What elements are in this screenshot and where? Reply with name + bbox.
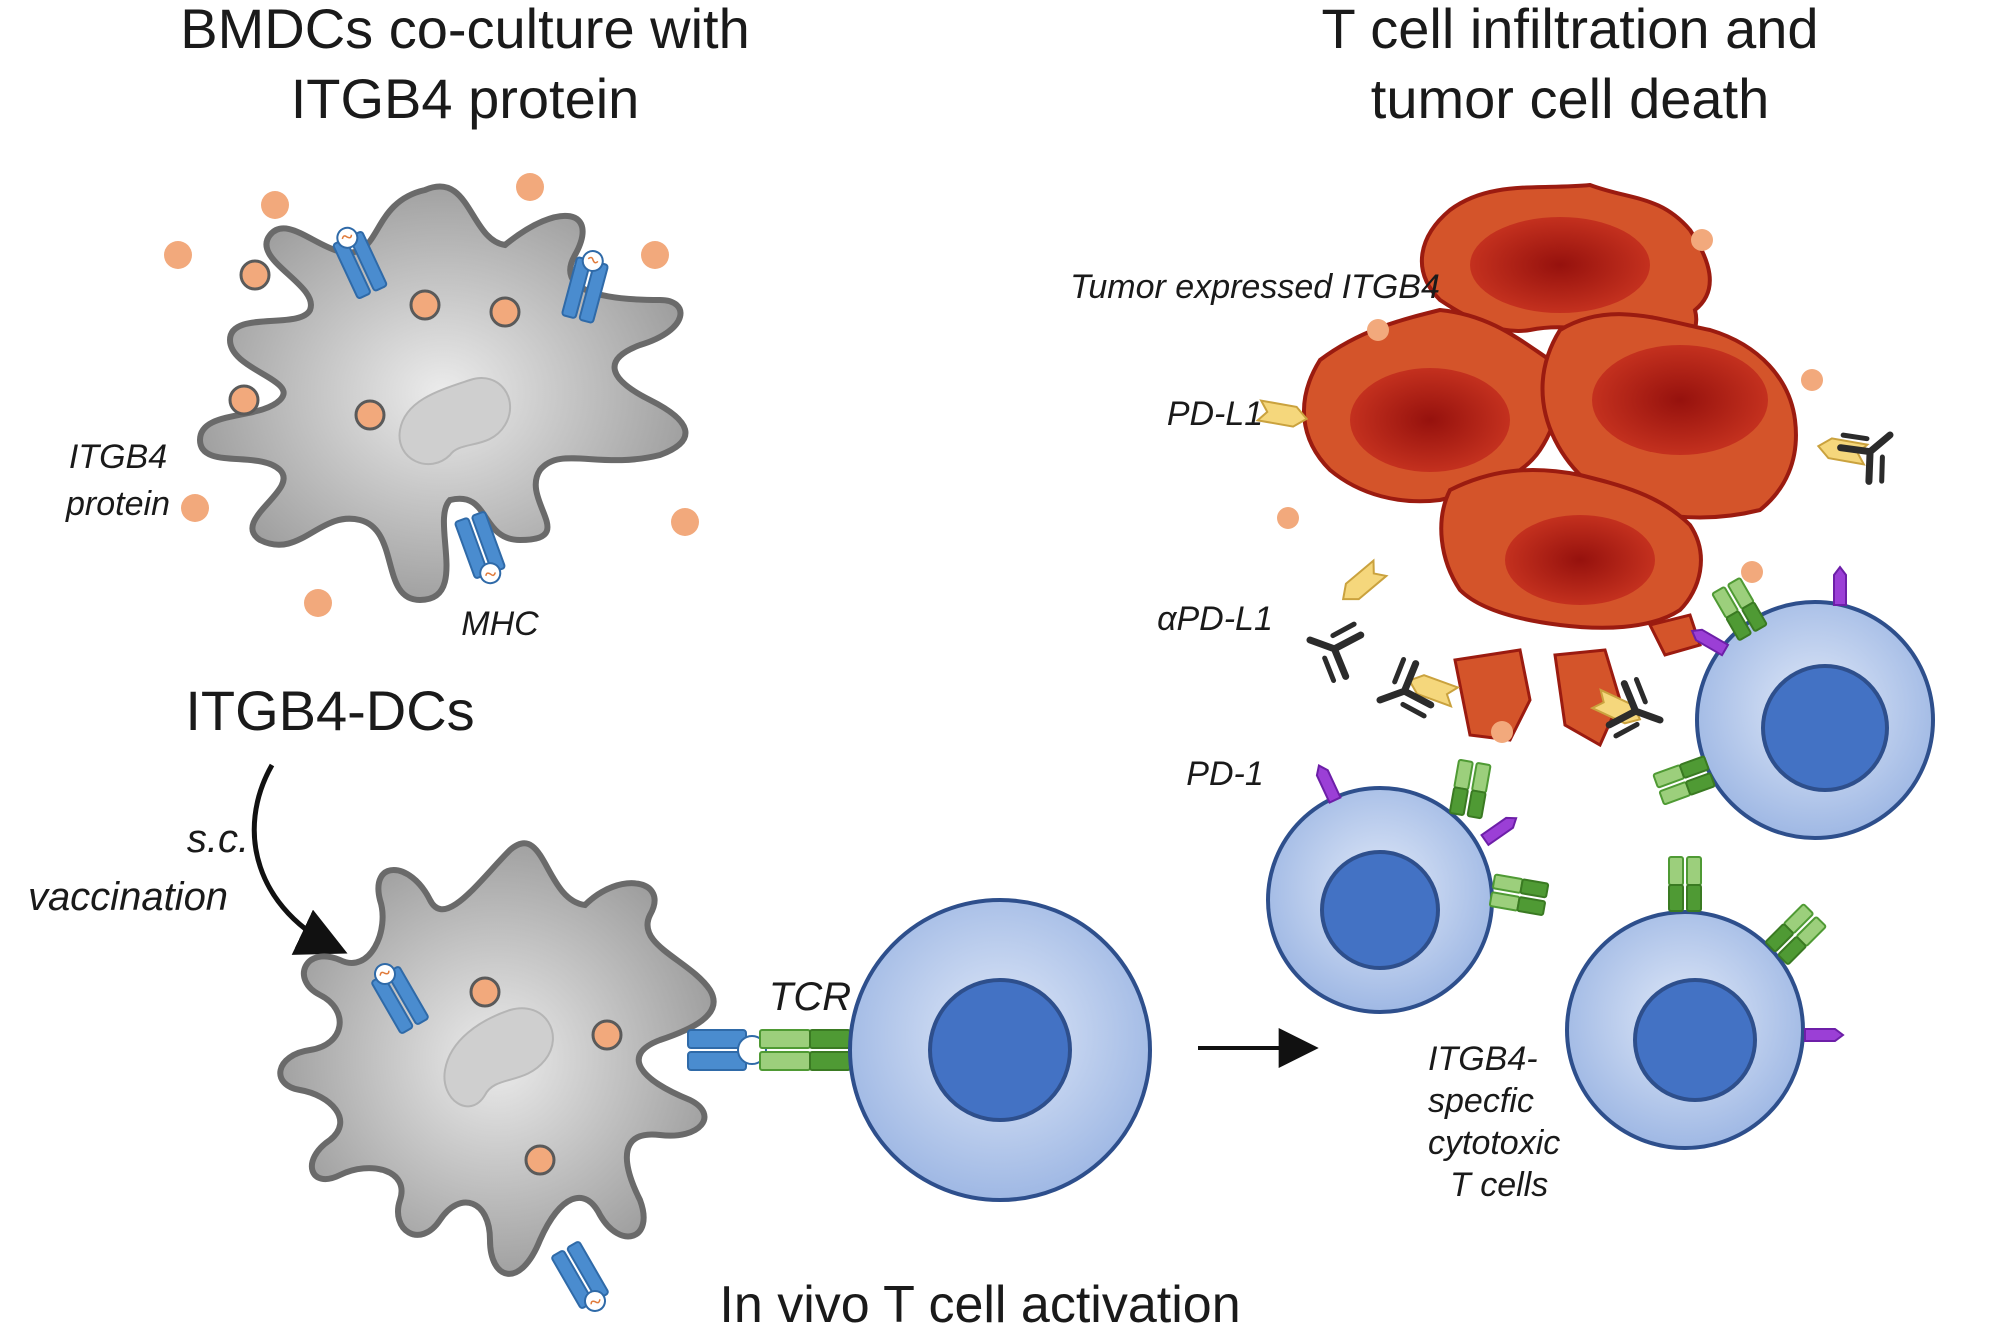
- dendritic-cell-top: [196, 183, 689, 604]
- t-cell-ctl-3: [1565, 856, 1844, 1150]
- itgb4-dcs-label: ITGB4-DCs: [185, 679, 474, 742]
- tumor-itgb4-label: Tumor expressed ITGB4: [1070, 268, 1440, 306]
- pdl1-icon: [1335, 559, 1388, 608]
- pd-1-label: PD-1: [1186, 755, 1263, 793]
- pd1-icon: [1480, 812, 1521, 846]
- right-title-line2: tumor cell death: [1371, 67, 1769, 130]
- tcr-label: TCR: [769, 975, 851, 1019]
- vaccination-label-line2: vaccination: [28, 875, 228, 919]
- tcr-icon: [1448, 758, 1492, 820]
- t-cell-naive: [848, 898, 1152, 1202]
- pd-l1-label: PD-L1: [1167, 395, 1263, 433]
- antibody-icon: [1835, 412, 1909, 488]
- pd1-icon: [1312, 762, 1342, 804]
- ctl-label-line2: specfic: [1428, 1082, 1534, 1120]
- t-cell-ctl-1: [1266, 758, 1550, 1014]
- t-cell-ctl-2: [1652, 566, 1935, 840]
- ctl-label-line3: cytotoxic: [1428, 1124, 1560, 1162]
- mhc-icon: [550, 1240, 615, 1319]
- ctl-label-line1: ITGB4-: [1428, 1040, 1538, 1078]
- dc-nucleus: [398, 377, 511, 466]
- mhc-label: MHC: [461, 605, 539, 643]
- pd1-icon: [1804, 1028, 1844, 1042]
- tcr-icon: [1488, 873, 1550, 917]
- vaccination-label-line1: s.c.: [187, 817, 249, 861]
- tcr-icon: [1668, 856, 1702, 912]
- antibody-icon: [1300, 612, 1364, 684]
- tumor-itgb4-dots: [1277, 229, 1823, 743]
- tumor-cluster: [1302, 182, 1798, 748]
- left-title-line1: BMDCs co-culture with: [180, 0, 749, 60]
- ctl-label-line4: T cells: [1450, 1166, 1548, 1204]
- itgb4-protein-label-line1: ITGB4: [69, 438, 167, 476]
- tcr-icon: [1652, 755, 1716, 806]
- mhc-tcr-synapse: [687, 1029, 851, 1071]
- dc-nucleus: [443, 1007, 554, 1108]
- itgb4-protein-label-line2: protein: [65, 485, 170, 523]
- vaccination-arrow: [251, 763, 348, 955]
- pdl1-icon: [1256, 399, 1310, 430]
- anti-pd-l1-label: αPD-L1: [1157, 600, 1273, 638]
- itgb4-protein-dots: [164, 173, 699, 617]
- right-title-line1: T cell infiltration and: [1322, 0, 1819, 60]
- pd1-icon: [1833, 566, 1847, 606]
- bottom-caption: In vivo T cell activation: [719, 1276, 1240, 1334]
- left-title-line2: ITGB4 protein: [291, 67, 640, 130]
- dendritic-cell-bottom: [277, 840, 717, 1319]
